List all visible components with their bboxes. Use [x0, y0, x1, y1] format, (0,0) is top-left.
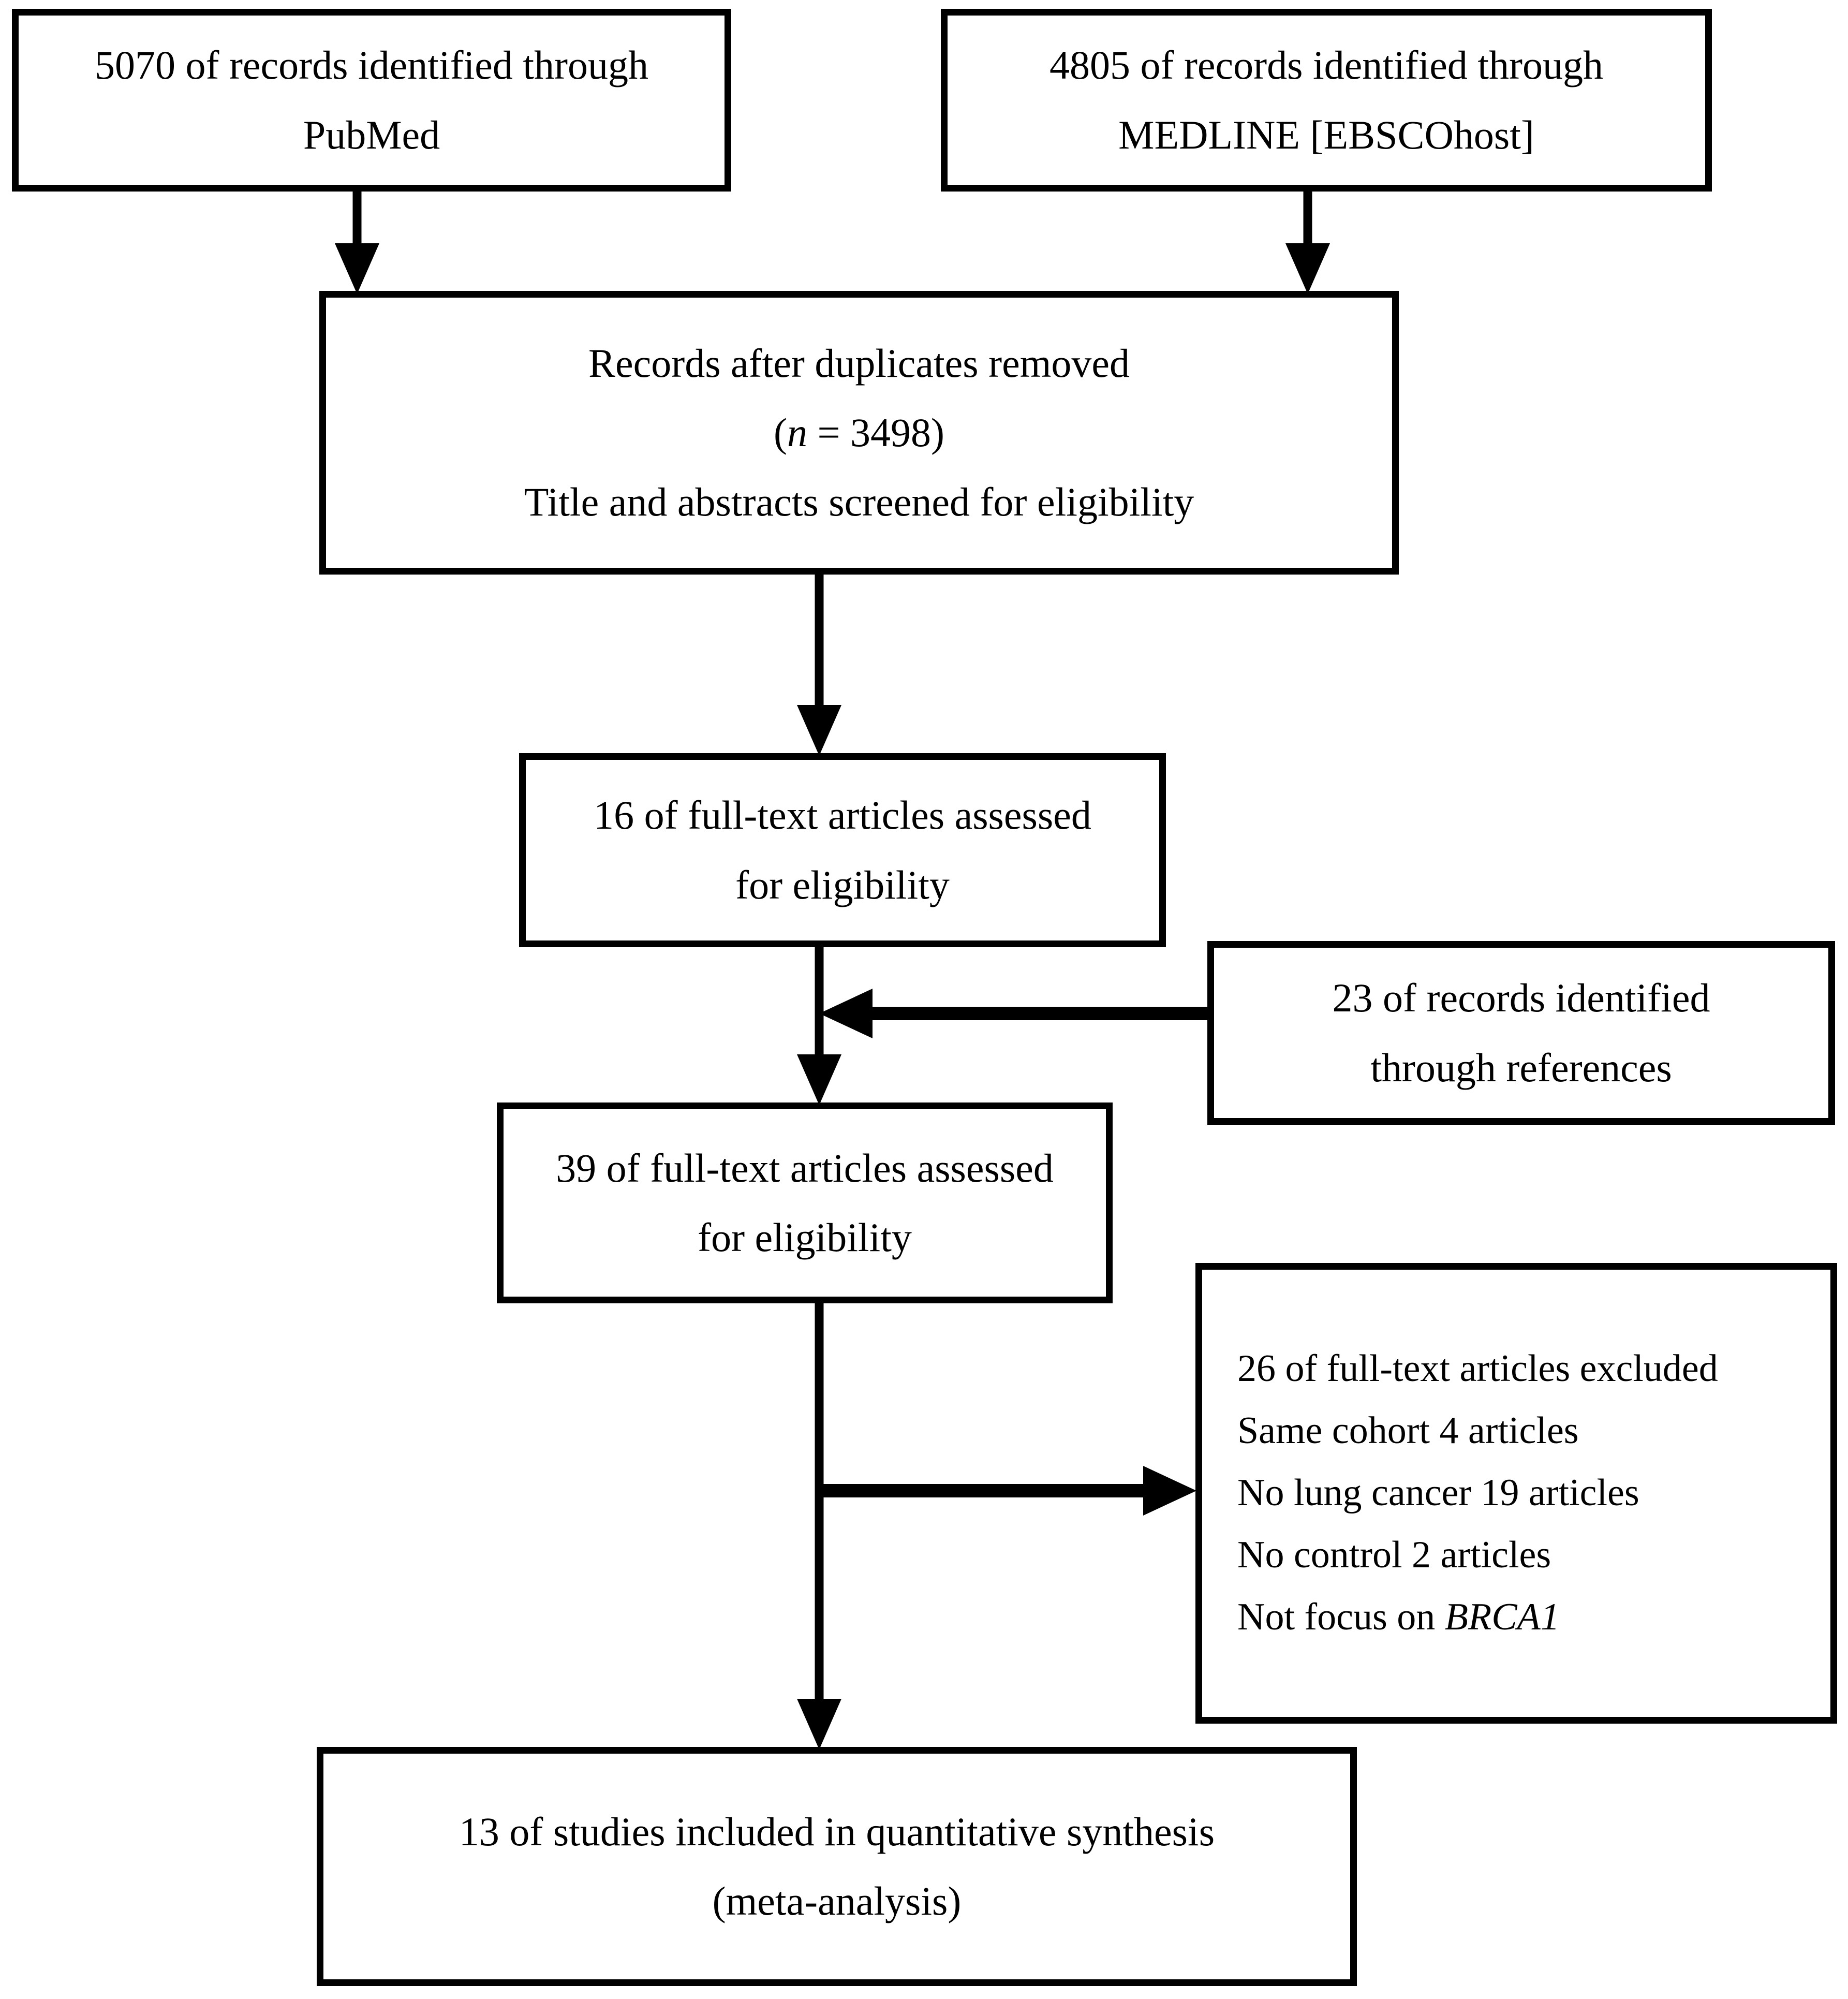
node-medline-records: 4805 of records identified through MEDLI… [941, 9, 1712, 192]
medline-line-2: MEDLINE [EBSCOhost] [1118, 112, 1534, 157]
arrow-fulltext16-to-fulltext39 [797, 945, 841, 1105]
medline-line-1: 4805 of records identified through [1049, 42, 1604, 88]
excluded-line-5: Not focus on BRCA1 [1237, 1586, 1560, 1649]
duplicates-line-1: Records after duplicates removed [588, 340, 1130, 386]
node-references-records: 23 of records identified through referen… [1207, 941, 1835, 1125]
node-pubmed-records: 5070 of records identified through PubMe… [12, 9, 731, 192]
arrow-fulltext39-to-excluded [819, 1466, 1196, 1516]
node-excluded-articles: 26 of full-text articles excluded Same c… [1195, 1263, 1837, 1724]
included-line-1: 13 of studies included in quantitative s… [459, 1809, 1215, 1854]
excluded-line-2: Same cohort 4 articles [1237, 1409, 1579, 1452]
pubmed-line-1: 5070 of records identified through [94, 42, 649, 88]
excluded-line-3: No lung cancer 19 articles [1237, 1472, 1639, 1515]
arrow-duplicates-to-fulltext16 [797, 575, 841, 756]
fulltext16-line-1: 16 of full-text articles assessed [594, 792, 1091, 838]
excluded-line-1: 26 of full-text articles excluded [1237, 1347, 1718, 1390]
pubmed-line-2: PubMed [303, 112, 440, 157]
excluded-line-4: No control 2 articles [1237, 1533, 1551, 1576]
node-fulltext-16: 16 of full-text articles assessed for el… [519, 753, 1166, 947]
fulltext39-line-2: for eligibility [698, 1215, 912, 1260]
duplicates-line-2: (n = 3498) [774, 398, 944, 467]
node-duplicates-removed: Records after duplicates removed (n = 34… [319, 291, 1399, 575]
fulltext39-line-1: 39 of full-text articles assessed [556, 1145, 1054, 1190]
included-line-2: (meta-analysis) [712, 1878, 962, 1923]
excluded-line-5-prefix: Not focus on [1237, 1595, 1445, 1638]
references-line-1: 23 of records identified [1332, 975, 1710, 1021]
node-fulltext-39: 39 of full-text articles assessed for el… [497, 1103, 1113, 1303]
fulltext16-line-2: for eligibility [735, 862, 950, 907]
arrow-references-to-trunk [819, 989, 1207, 1038]
references-line-2: through references [1370, 1045, 1672, 1090]
duplicates-n-symbol: n [787, 409, 807, 455]
arrow-fulltext39-to-included [797, 1301, 841, 1750]
duplicates-count: = 3498) [807, 409, 944, 455]
duplicates-paren-open: ( [774, 409, 787, 455]
excluded-gene-name: BRCA1 [1444, 1595, 1560, 1638]
duplicates-line-3: Title and abstracts screened for eligibi… [524, 479, 1194, 525]
arrow-pubmed-to-duplicates [335, 192, 379, 294]
node-included-studies: 13 of studies included in quantitative s… [317, 1747, 1357, 1986]
